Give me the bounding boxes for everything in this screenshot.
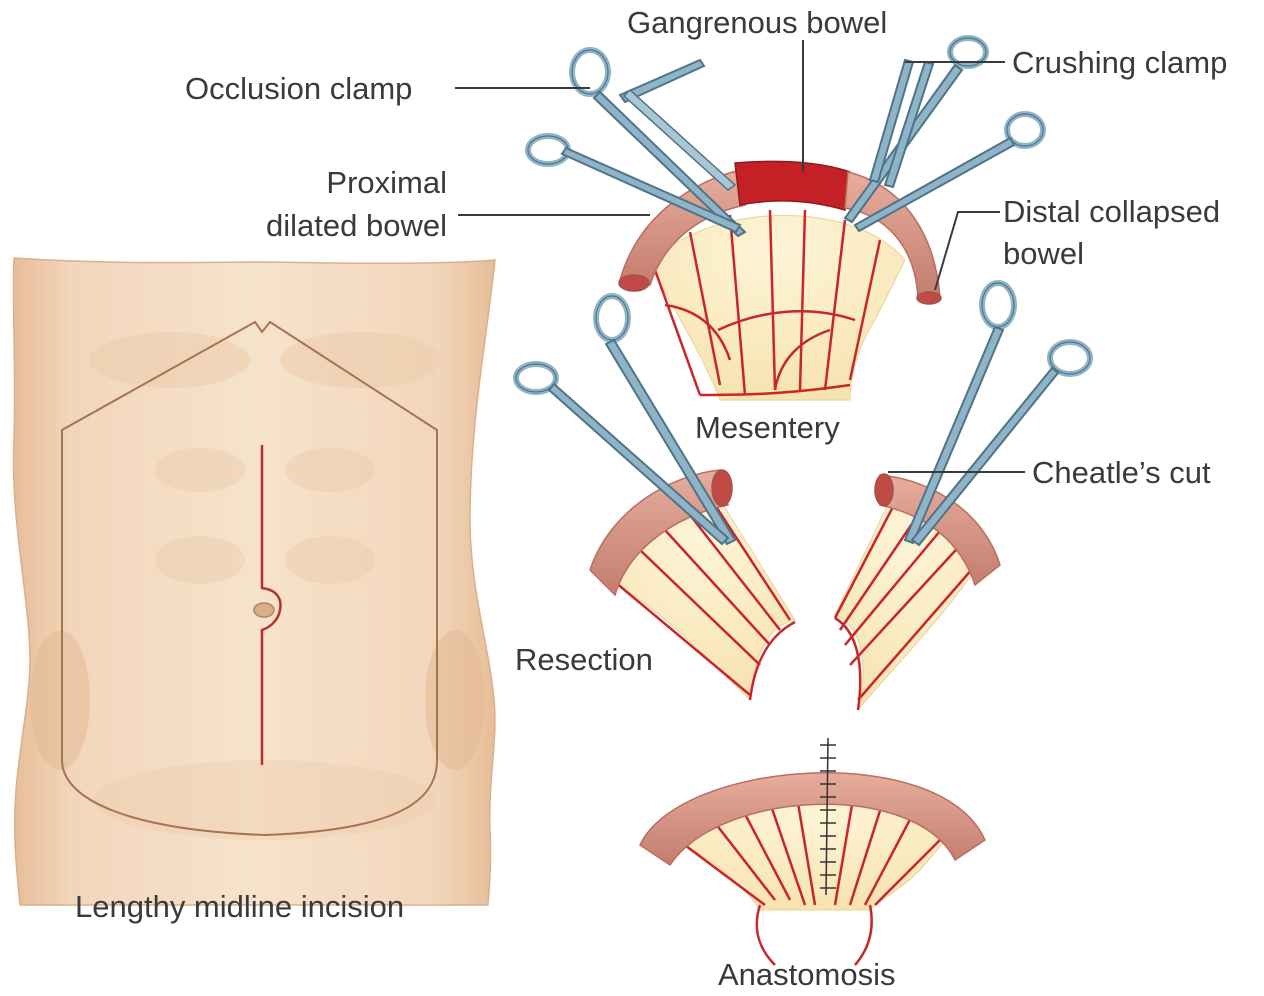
occlusion-clamp[interactable] [528,50,745,236]
label-mesentery: Mesentery [695,410,840,445]
torso-illustration [13,258,495,905]
gangrenous-segment[interactable] [735,161,850,210]
label-resection: Resection [515,642,653,677]
label-anastomosis: Anastomosis [718,957,895,992]
umbilicus [254,603,274,617]
leader-distal [935,212,1000,290]
label-distal-line2: bowel [1003,236,1084,271]
bowel-with-gangrene [528,38,1043,400]
label-midline-incision: Lengthy midline incision [75,889,404,924]
resection-lumen-right [875,474,893,506]
ab-shading-1 [155,448,245,492]
anastomosis-illustration [640,738,985,965]
flank-shading-right [425,630,485,770]
label-crushing-clamp: Crushing clamp [1012,45,1227,80]
label-cheatles-cut: Cheatle’s cut [1032,455,1211,490]
label-proximal-line1: Proximal [326,165,447,200]
resection-lumen-left [712,470,732,506]
flank-shading-left [30,630,90,770]
label-gangrenous-bowel: Gangrenous bowel [627,5,887,40]
ab-shading-3 [155,536,245,584]
chest-shading-left [90,332,250,388]
ab-shading-2 [285,448,375,492]
label-distal-line1: Distal collapsed [1003,194,1220,229]
lower-ab-shading [95,760,435,840]
ab-shading-4 [285,536,375,584]
label-occlusion-clamp: Occlusion clamp [185,71,412,106]
label-proximal-line2: dilated bowel [266,208,447,243]
distal-bowel-lumen [917,292,941,304]
proximal-bowel-lumen [619,275,649,291]
